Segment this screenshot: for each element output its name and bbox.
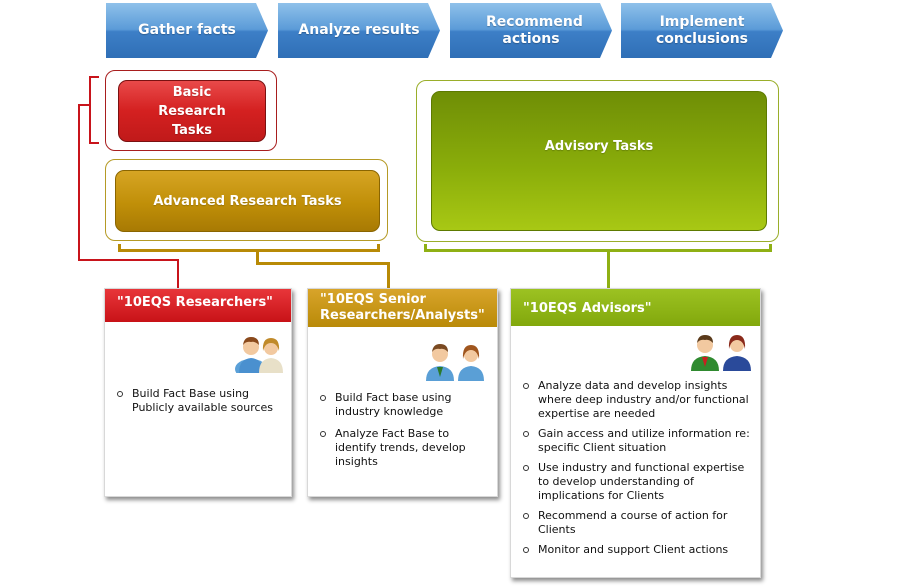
list-item: Build Fact Base using Publicly available… [115, 387, 285, 415]
gold-bracket-bottom [118, 249, 380, 252]
advanced-research-label: Advanced Research Tasks [153, 193, 342, 209]
advisory-label: Advisory Tasks [544, 138, 654, 154]
basic-research-tasks: Basic Research Tasks [118, 80, 266, 142]
red-bracket-top [89, 76, 99, 78]
green-bracket-right [769, 244, 772, 252]
green-bracket-left [424, 244, 427, 252]
gold-bracket-left [118, 244, 121, 252]
researchers-title: "10EQS Researchers" [117, 295, 273, 310]
list-item: Gain access and utilize information re: … [521, 427, 753, 455]
gold-connector-down [256, 249, 259, 264]
list-item: Recommend a course of action for Clients [521, 509, 753, 537]
list-item: Analyze data and develop insights where … [521, 379, 753, 421]
green-connector-to-card [607, 249, 610, 288]
step-label: Analyze results [298, 22, 420, 38]
two-people-icon [691, 335, 751, 371]
red-connector-to-card [177, 259, 179, 288]
step-label: Implement conclusions [656, 13, 748, 47]
list-item: Analyze Fact Base to identify trends, de… [318, 427, 490, 469]
step-gather-facts: Gather facts [106, 3, 268, 58]
two-people-icon [235, 337, 283, 373]
red-bracket-bottom [89, 142, 99, 144]
red-connector-stub [78, 104, 90, 106]
senior-researchers-card: "10EQS Senior Researchers/Analysts" Buil… [307, 288, 498, 497]
advisors-title: "10EQS Advisors" [523, 301, 652, 316]
gold-connector-to-card [387, 262, 390, 288]
gold-bracket-right [377, 244, 380, 252]
researchers-card-header: "10EQS Researchers" [105, 289, 291, 322]
step-implement-conclusions: Implement conclusions [621, 3, 783, 58]
step-recommend-actions: Recommend actions [450, 3, 612, 58]
senior-researchers-title: "10EQS Senior Researchers/Analysts" [320, 292, 485, 323]
gold-connector-across [256, 262, 390, 265]
advisory-tasks: Advisory Tasks [431, 91, 767, 231]
list-item: Use industry and functional expertise to… [521, 461, 753, 503]
two-people-icon [426, 344, 484, 381]
red-bracket-vertical [89, 76, 91, 144]
advisors-card: "10EQS Advisors" Analyze data and develo… [510, 288, 761, 578]
red-connector-across [78, 259, 179, 261]
basic-research-label: Basic Research Tasks [158, 84, 226, 138]
red-connector-down [78, 104, 80, 261]
senior-researchers-card-header: "10EQS Senior Researchers/Analysts" [308, 289, 497, 327]
researchers-card: "10EQS Researchers" Build Fact Base usin… [104, 288, 292, 497]
list-item: Build Fact base using industry knowledge [318, 391, 490, 419]
step-label: Recommend actions [486, 13, 583, 47]
step-label: Gather facts [138, 22, 236, 38]
list-item: Monitor and support Client actions [521, 543, 753, 557]
advanced-research-tasks: Advanced Research Tasks [115, 170, 380, 232]
advisors-card-header: "10EQS Advisors" [511, 289, 760, 326]
green-bracket-bottom [424, 249, 772, 252]
step-analyze-results: Analyze results [278, 3, 440, 58]
